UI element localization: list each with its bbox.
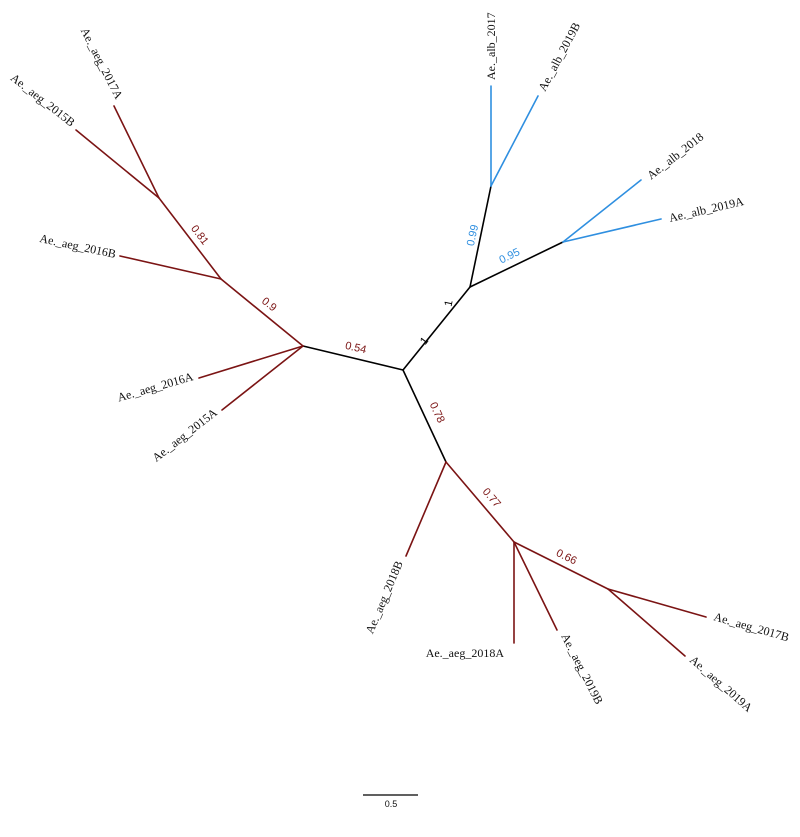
leaf-label-aeg-2019A: Ae._aeg_2019A xyxy=(687,653,756,715)
branch-aeg-2017A xyxy=(113,105,160,199)
branch-center-to-aeg-west xyxy=(302,345,404,371)
leaf-label-alb-2019A: Ae._alb_2019A xyxy=(668,194,746,225)
branch-center-to-aeg-south xyxy=(402,369,447,463)
branch-aeg-node-09 xyxy=(220,278,304,347)
branch-alb-2019B xyxy=(490,95,539,187)
leaf-label-aeg-2016A: Ae._aeg_2016A xyxy=(116,369,195,404)
branch-aeg-2019A xyxy=(607,588,686,657)
leaf-label-aeg-2017B: Ae._aeg_2017B xyxy=(712,609,791,644)
branch-aeg-2018B xyxy=(405,461,447,557)
branches xyxy=(75,85,707,657)
branch-aeg-node-081 xyxy=(158,197,222,280)
branch-aeg-node-077 xyxy=(445,461,515,543)
support-value-081: 0.81 xyxy=(188,223,210,247)
leaf-label-aeg-2015B: Ae._aeg_2015B xyxy=(8,71,78,130)
leaf-label-alb-2018: Ae._alb_2018 xyxy=(644,130,706,183)
scale-bar-label: 0.5 xyxy=(385,799,398,809)
leaf-labels: Ae._aeg_2017A Ae._aeg_2015B Ae._aeg_2016… xyxy=(8,12,791,715)
support-value-099: 0.99 xyxy=(465,224,481,247)
support-value-09: 0.9 xyxy=(259,295,278,314)
leaf-label-alb-2019B: Ae._alb_2019B xyxy=(535,20,583,93)
leaf-label-aeg-2017A: Ae._aeg_2017A xyxy=(78,25,126,101)
branch-aeg-2016B xyxy=(119,255,222,280)
leaf-label-aeg-2019B: Ae._aeg_2019B xyxy=(558,631,606,707)
support-value-078: 0.78 xyxy=(427,400,447,424)
leaf-label-aeg-2018B: Ae._aeg_2018B xyxy=(363,559,406,636)
branch-alb-root-lower xyxy=(469,241,564,288)
support-values: 0.81 0.9 0.54 0.99 0.95 1 1 0.78 0.77 0.… xyxy=(188,223,578,567)
branch-aeg-2016A xyxy=(198,345,304,379)
branch-alb-2019A xyxy=(562,218,662,243)
leaf-label-aeg-2015A: Ae._aeg_2015A xyxy=(150,405,221,464)
scale-bar: 0.5 xyxy=(363,794,418,809)
branch-aeg-node-066 xyxy=(513,541,609,590)
support-value-054: 0.54 xyxy=(344,340,368,357)
branch-aeg-2015B xyxy=(75,129,160,199)
branch-center-to-alb xyxy=(402,286,471,371)
branch-aeg-2015A xyxy=(221,345,304,411)
branch-aeg-2017B xyxy=(607,588,707,618)
branch-alb-root-upper xyxy=(469,185,492,288)
leaf-label-alb-2017: Ae._alb_2017 xyxy=(484,12,498,80)
support-value-1-upper: 1 xyxy=(443,299,456,307)
branch-aeg-2019B xyxy=(513,541,558,631)
leaf-label-aeg-2016B: Ae._aeg_2016B xyxy=(38,231,117,261)
leaf-label-aeg-2018A: Ae._aeg_2018A xyxy=(426,646,505,660)
branch-alb-2018 xyxy=(562,179,642,243)
